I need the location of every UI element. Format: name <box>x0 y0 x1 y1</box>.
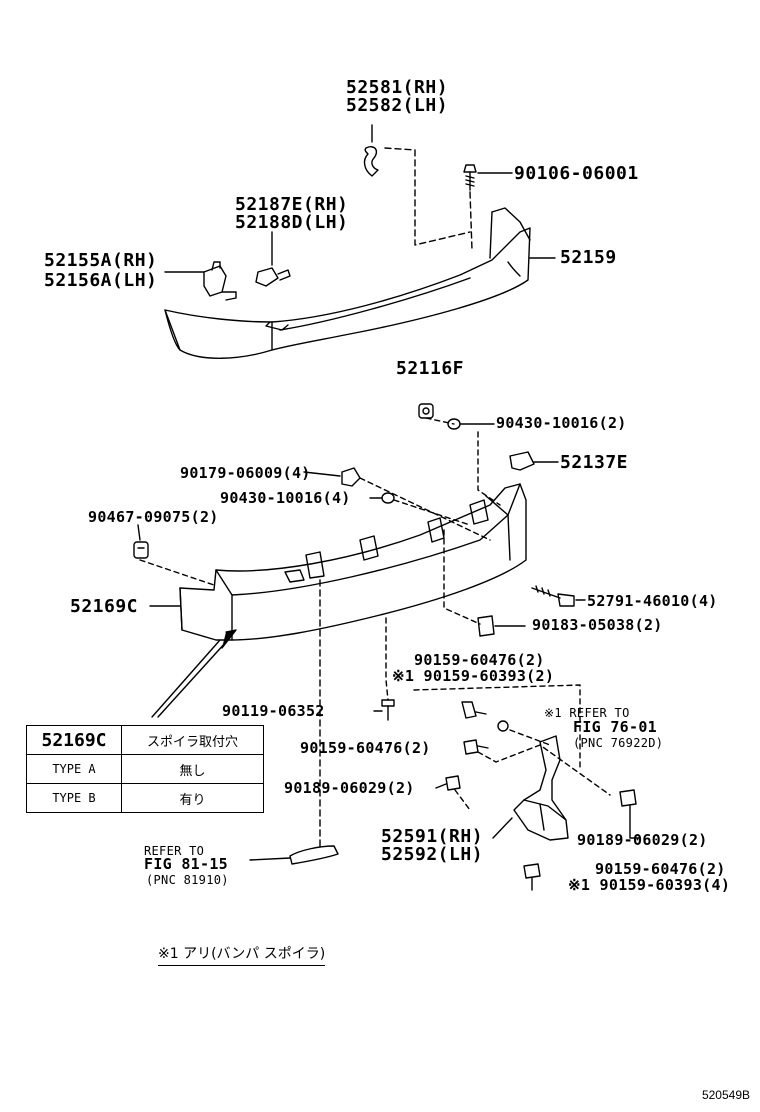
table-row: TYPE A 無し <box>26 754 264 784</box>
table-header-part: 52169C <box>26 725 122 755</box>
refer-76-line3: (PNC 76922D) <box>573 736 664 750</box>
label-90119: 90119-06352 <box>222 702 325 720</box>
label-90179: 90179-06009(4) <box>180 464 311 482</box>
refer-81-line1: REFER TO <box>144 844 205 858</box>
label-90430-upper: 90430-10016(2) <box>496 414 627 432</box>
bracket-52155-shape <box>203 261 237 301</box>
clip-52137-shape <box>509 451 535 471</box>
nut-52116-shape <box>418 403 434 419</box>
table-header-row: 52169C スポイラ取付穴 <box>26 725 264 755</box>
label-90159-a: 90159-60476(2) <box>414 651 545 669</box>
refer-76-line1: ※1 REFER TO <box>544 706 630 720</box>
label-90159-e: ※1 90159-60393(4) <box>568 876 731 894</box>
label-90106: 90106-06001 <box>514 163 639 184</box>
table-cell-value: 無し <box>121 754 264 784</box>
clip-90189-shape <box>445 775 637 807</box>
clip-90467-shape <box>133 541 149 559</box>
spoiler-hole-table: 52169C スポイラ取付穴 TYPE A 無し TYPE B 有り <box>26 725 264 813</box>
clip-52581-shape <box>363 146 379 177</box>
label-52581: 52581(RH) <box>346 77 449 98</box>
label-90183: 90183-05038(2) <box>532 616 663 634</box>
footnote: ※1 アリ(バンパ スポイラ) <box>158 943 326 966</box>
table-cell-value: 有り <box>121 783 264 813</box>
label-52137: 52137E <box>560 452 629 473</box>
refer-76-line2: FIG 76-01 <box>573 718 657 736</box>
label-90159-d: 90159-60476(2) <box>595 860 726 878</box>
clip-90183-shape <box>477 615 495 637</box>
clip-52187-shape <box>255 267 291 287</box>
label-90189-b: 90189-06029(2) <box>577 831 708 849</box>
label-52188: 52188D(LH) <box>235 212 349 233</box>
refer-81-line2: FIG 81-15 <box>144 855 228 873</box>
label-52791: 52791-46010(4) <box>587 592 718 610</box>
label-52159: 52159 <box>560 247 617 268</box>
label-52169: 52169C <box>70 596 139 617</box>
bumper-reinforcement-shape <box>164 207 531 359</box>
image-id: 520549B <box>701 1088 750 1102</box>
label-90159-b: ※1 90159-60393(2) <box>392 667 555 685</box>
label-52156: 52156A(LH) <box>44 270 158 291</box>
table-header-desc: スポイラ取付穴 <box>121 725 264 755</box>
label-90467: 90467-09075(2) <box>88 508 219 526</box>
washer-90430-lower-shape <box>381 492 395 504</box>
trim-81910-shape <box>289 845 339 865</box>
bolt-90119-shape <box>381 699 395 721</box>
table-cell-type: TYPE A <box>26 754 122 784</box>
mudguard-52591-shape <box>513 735 569 841</box>
label-90430-lower: 90430-10016(4) <box>220 489 351 507</box>
label-52592: 52592(LH) <box>381 844 484 865</box>
label-52582: 52582(LH) <box>346 95 449 116</box>
label-52187: 52187E(RH) <box>235 194 349 215</box>
bumper-cover-shape <box>179 483 527 641</box>
label-52591: 52591(RH) <box>381 826 484 847</box>
nut-90179-shape <box>341 467 361 487</box>
screw-52791-shape <box>531 585 575 607</box>
label-90159-c: 90159-60476(2) <box>300 739 431 757</box>
table-cell-type: TYPE B <box>26 783 122 813</box>
refer-81-line3: (PNC 81910) <box>146 873 229 887</box>
table-row: TYPE B 有り <box>26 783 264 813</box>
label-52155: 52155A(RH) <box>44 250 158 271</box>
label-52116: 52116F <box>396 358 465 379</box>
label-90189-a: 90189-06029(2) <box>284 779 415 797</box>
screw-90106-shape <box>463 164 477 191</box>
